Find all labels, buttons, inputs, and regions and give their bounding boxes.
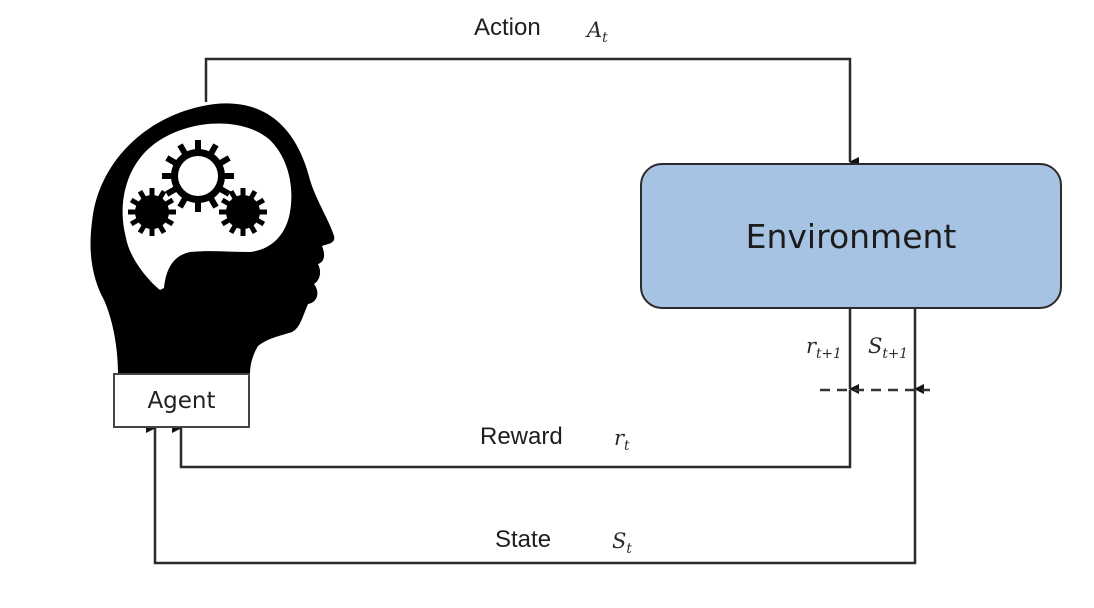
action-symbol-subscript: t: [602, 29, 608, 46]
state-symbol-base: S: [612, 529, 627, 553]
environment-node: Environment: [640, 163, 1062, 309]
action-arrow: [204, 57, 859, 167]
gear-icon: [162, 140, 234, 212]
reward-label: Reward: [480, 423, 563, 450]
agent-label: Agent: [147, 387, 216, 414]
action-symbol-base: A: [587, 18, 603, 42]
head-with-gears-icon: [90, 103, 335, 374]
environment-label: Environment: [745, 216, 957, 256]
reward-arrow: [172, 390, 852, 469]
gear-icon: [128, 188, 176, 236]
action-symbol: At: [587, 18, 608, 46]
state-label: State: [495, 526, 552, 553]
reward-symbol-subscript: t: [624, 437, 630, 454]
next-reward-symbol-base: r: [806, 334, 817, 358]
brain-area: [122, 123, 292, 290]
state-arrow: [146, 390, 917, 565]
reward-symbol: rt: [614, 426, 630, 454]
next-state-subscript: t+1: [882, 345, 908, 362]
next-state-symbol: St+1: [868, 334, 908, 362]
gear-icon: [219, 188, 267, 236]
agent-node: Agent: [113, 373, 250, 428]
next-state-symbol-base: S: [868, 334, 883, 358]
action-label: Action: [474, 14, 541, 41]
next-reward-subscript: t+1: [816, 345, 842, 362]
reward-symbol-base: r: [614, 426, 625, 450]
state-symbol-subscript: t: [626, 540, 632, 557]
next-reward-symbol: rt+1: [806, 334, 842, 362]
state-symbol: St: [612, 529, 632, 557]
